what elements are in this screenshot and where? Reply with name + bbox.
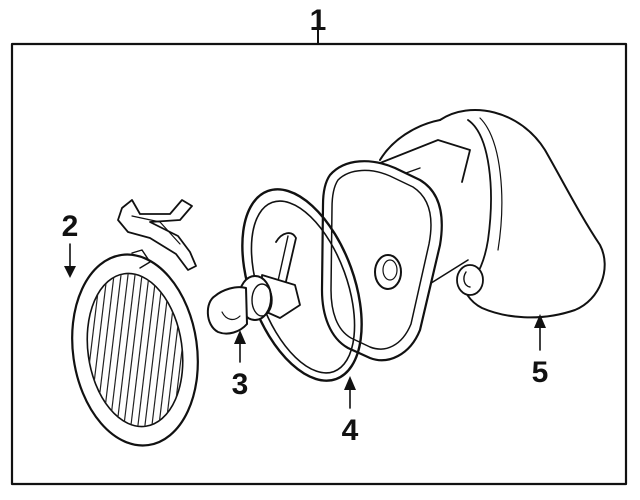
housing-front-ring	[320, 160, 443, 362]
callout-lens: 2	[62, 210, 79, 243]
callout-assembly: 1	[310, 4, 327, 37]
lens-rib-line	[127, 267, 153, 433]
retaining-clip	[117, 199, 197, 271]
callout-gasket: 4	[342, 414, 359, 447]
lens-part	[71, 249, 199, 447]
lens-rib-line	[113, 267, 139, 433]
assembly-frame	[10, 29, 628, 486]
housing-part	[374, 109, 606, 319]
leader-lines	[64, 243, 546, 409]
callout-housing: 5	[532, 356, 549, 389]
bulb-part	[206, 274, 301, 335]
lens-rib-line	[120, 267, 146, 433]
callout-bulb: 3	[232, 368, 249, 401]
